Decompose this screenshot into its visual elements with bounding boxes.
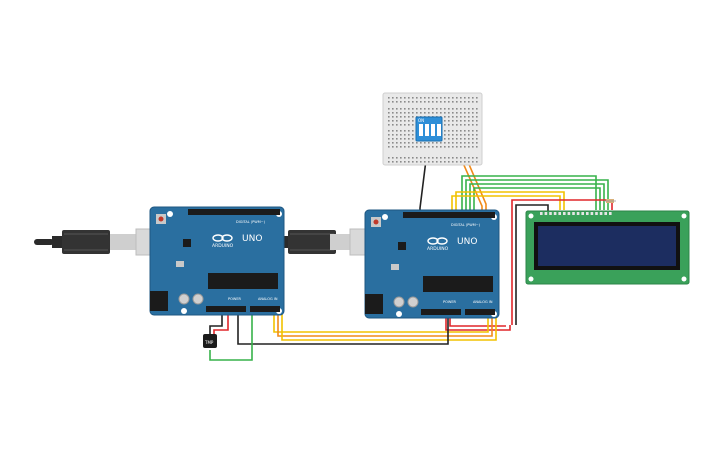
resistor: [604, 199, 616, 203]
uno-label: UNO: [457, 237, 477, 247]
wire-serial-orange: [277, 312, 493, 337]
dip-switch-label: ON: [418, 118, 424, 123]
lcd-screen: [538, 226, 676, 266]
uno-label: UNO: [242, 234, 262, 244]
arduino-logo: [427, 237, 448, 245]
tmp-label: TMP: [204, 340, 214, 345]
wire-lcd-black: [515, 204, 549, 325]
breadboard-holes: [388, 97, 478, 163]
wire-lcd-yellow-1: [455, 191, 565, 212]
power-label: POWER: [443, 300, 457, 304]
breadboard: ON: [382, 92, 483, 166]
power-jack: [150, 291, 168, 311]
wire-power-red-1: [445, 316, 511, 331]
wire-lcd-green-4: [461, 175, 597, 212]
wire-serial-yellow-2: [281, 312, 497, 341]
usb-cable-left: [34, 228, 169, 256]
wire-lcd-yellow-2: [451, 195, 561, 212]
wire-lcd-green-1: [473, 187, 601, 212]
wire-lcd-red: [511, 199, 613, 325]
arduino-logo: [212, 234, 233, 242]
wire-lcd-green-2: [469, 183, 605, 212]
digital-header-label: DIGITAL (PWM~): [451, 223, 481, 227]
wire-tmp-green: [209, 312, 253, 361]
arduino-brand: ARDUINO: [427, 246, 449, 252]
atmega-chip: [423, 276, 493, 292]
wire-gnd-black: [237, 312, 449, 345]
wire-serial-yellow-1: [273, 312, 489, 333]
power-label: POWER: [228, 297, 242, 301]
arduino-uno-left[interactable]: DIGITAL (PWM~) ARDUINO UNO POWER ANALOG …: [149, 206, 285, 316]
wire-tmp-black: [209, 312, 223, 340]
atmega-chip: [208, 273, 278, 289]
digital-header-label: DIGITAL (PWM~): [236, 220, 266, 224]
lcd-16x2[interactable]: [525, 199, 690, 285]
arduino-uno-right[interactable]: DIGITAL (PWM~) ARDUINO UNO POWER ANALOG …: [364, 209, 500, 319]
wires: [209, 103, 613, 361]
lcd-pin-header: [540, 212, 612, 215]
temperature-sensor[interactable]: TMP: [203, 334, 217, 348]
analog-label: ANALOG IN: [473, 300, 493, 304]
arduino-brand: ARDUINO: [212, 243, 234, 249]
dip-switch[interactable]: ON: [415, 116, 443, 142]
power-jack: [365, 294, 383, 314]
analog-label: ANALOG IN: [258, 297, 278, 301]
